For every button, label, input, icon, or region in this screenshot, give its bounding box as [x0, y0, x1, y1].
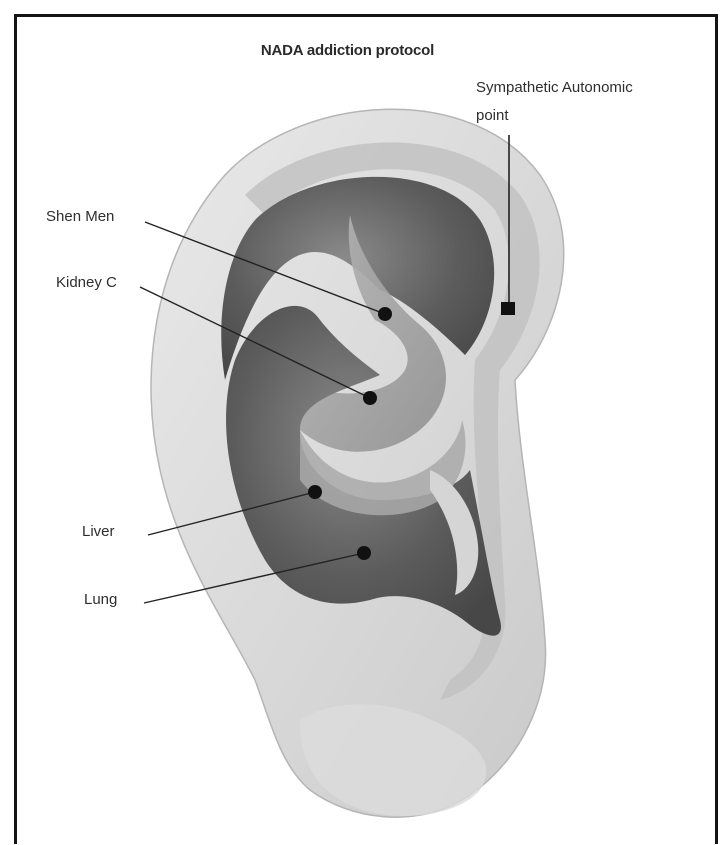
label-kidney: Kidney C: [56, 273, 117, 293]
label-lung: Lung: [84, 590, 117, 610]
sympathetic-marker: [501, 302, 515, 315]
shen-men-marker: [378, 307, 392, 321]
liver-marker: [308, 485, 322, 499]
label-sympathetic-line1: Sympathetic Autonomic: [476, 78, 633, 98]
lung-marker: [357, 546, 371, 560]
label-shen-men: Shen Men: [46, 207, 114, 227]
label-liver: Liver: [82, 522, 115, 542]
label-sympathetic-line2: point: [476, 106, 509, 126]
kidney-marker: [363, 391, 377, 405]
